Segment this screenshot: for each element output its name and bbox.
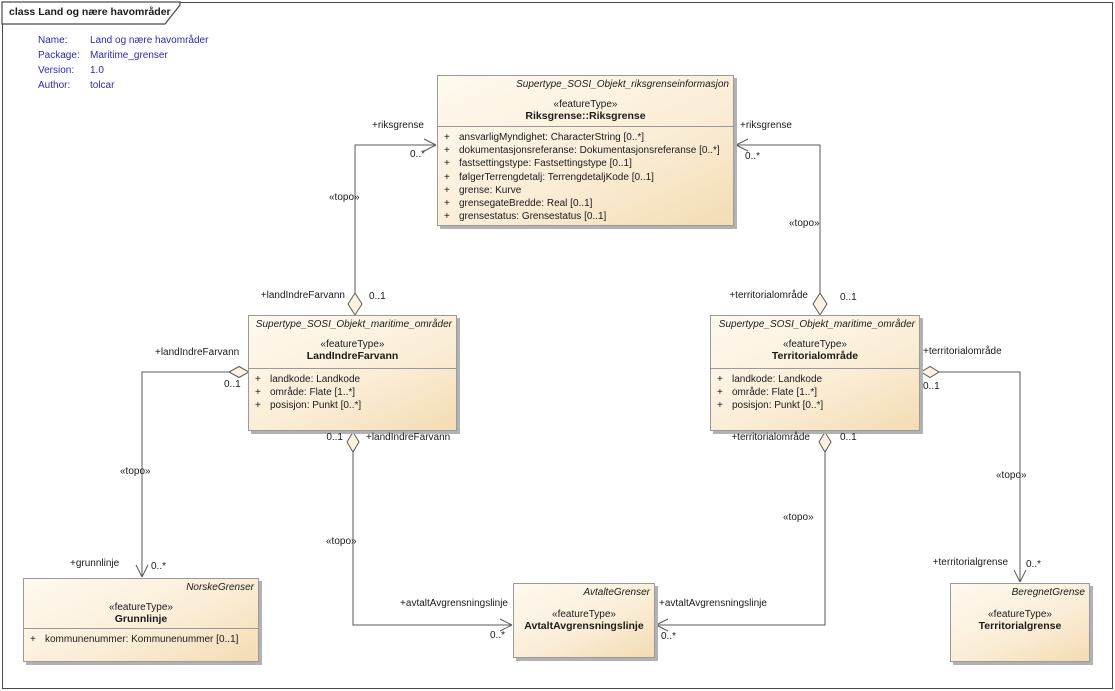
attribute-row: +grense: Kurve (444, 184, 522, 196)
diagram-properties: Name: Land og nære havområder Package: M… (38, 33, 208, 93)
attribute-row: +posisjon: Punkt [0..*] (255, 400, 362, 412)
multiplicity-label: 0..* (661, 631, 677, 642)
property-name: Name: Land og nære havområder (38, 33, 208, 48)
multiplicity-label: 0..* (1026, 559, 1042, 570)
attributes-compartment: +ansvarligMyndighet: CharacterString [0.… (438, 126, 733, 225)
attribute-row: +følgerTerrengdetalj: TerrengdetaljKode … (444, 171, 654, 183)
stereotype-topo-label: «topo» (996, 470, 1027, 481)
diagram-title: class Land og nære havområder (9, 6, 171, 18)
class-header: AvtalteGrenser «featureType» AvtaltAvgre… (514, 584, 654, 632)
multiplicity-label: 0..1 (923, 381, 940, 392)
supertype-label: Supertype_SOSI_Objekt_maritime_områder (255, 319, 452, 330)
property-value: tolcar (90, 80, 115, 91)
stereotype-label: «featureType» (320, 339, 385, 350)
attribute-row: +kommunenummer: Kommunenummer [0..1] (30, 634, 239, 645)
attributes-compartment: +landkode: Landkode +område: Flate [1..*… (711, 368, 919, 430)
property-author: Author: tolcar (38, 78, 208, 93)
role-label: +riksgrense (372, 120, 424, 131)
property-value: 1.0 (90, 65, 104, 76)
class-name: Grunnlinje (114, 613, 168, 625)
class-header: Supertype_SOSI_Objekt_riksgrenseinformas… (438, 76, 733, 122)
attribute-row: +område: Flate [1..*] (255, 387, 356, 399)
property-label: Version: (38, 65, 75, 76)
stereotype-label: «featureType» (988, 609, 1052, 620)
property-label: Name: (38, 35, 68, 46)
property-label: Author: (38, 80, 71, 91)
attribute-row: +landkode: Landkode (255, 374, 361, 385)
attributes-compartment: +landkode: Landkode +område: Flate [1..*… (249, 368, 456, 430)
attribute-row: +posisjon: Punkt [0..*] (717, 400, 824, 412)
class-riksgrense[interactable]: Supertype_SOSI_Objekt_riksgrenseinformas… (437, 75, 734, 226)
attribute-row: +fastsettingstype: Fastsettingstype [0..… (444, 158, 632, 170)
stereotype-label: «featureType» (552, 609, 616, 620)
role-label: +territorialgrense (932, 557, 1008, 568)
role-label: +landIndreFarvann (155, 347, 240, 358)
multiplicity-label: 0..* (489, 630, 505, 641)
multiplicity-label: 0..1 (326, 432, 343, 443)
class-header: NorskeGrenser «featureType» Grunnlinje (24, 579, 258, 625)
attribute-row: +område: Flate [1..*] (717, 387, 818, 399)
supertype-label: Supertype_SOSI_Objekt_maritime_områder (718, 319, 915, 330)
role-label: +landIndreFarvann (366, 432, 451, 443)
attribute-row: +dokumentasjonsreferanse: Dokumentasjons… (444, 145, 720, 157)
property-value: Land og nære havområder (90, 35, 209, 46)
multiplicity-label: 0..* (745, 151, 761, 162)
multiplicity-label: 0..* (410, 149, 426, 160)
class-territorialgrense[interactable]: BeregnetGrense «featureType» Territorial… (950, 583, 1090, 662)
property-value: Maritime_grenser (90, 50, 168, 61)
class-name: LandIndreFarvann (306, 350, 399, 362)
class-name: Territorialområde (771, 350, 859, 362)
stereotype-topo-label: «topo» (120, 466, 151, 477)
attribute-row: +ansvarligMyndighet: CharacterString [0.… (444, 132, 645, 143)
multiplicity-label: 0..1 (224, 379, 241, 390)
supertype-label: AvtalteGrenser (583, 587, 650, 598)
multiplicity-label: 0..* (151, 561, 167, 572)
class-landindrefarvann[interactable]: Supertype_SOSI_Objekt_maritime_områder «… (248, 315, 457, 431)
attribute-row: +landkode: Landkode (717, 374, 823, 385)
attributes-compartment: +kommunenummer: Kommunenummer [0..1] (24, 628, 258, 661)
property-package: Package: Maritime_grenser (38, 48, 208, 63)
attribute-row: +grensestatus: Grensestatus [0..1] (444, 211, 607, 223)
stereotype-topo-label: «topo» (789, 218, 820, 229)
role-label: +avtaltAvgrensningslinje (400, 598, 508, 609)
diagram-title-tab (1, 1, 181, 25)
attribute-row: +grensegateBredde: Real [0..1] (444, 198, 593, 210)
supertype-label: Supertype_SOSI_Objekt_riksgrenseinformas… (516, 79, 729, 90)
class-name: AvtaltAvgrensningslinje (524, 620, 644, 632)
property-label: Package: (38, 50, 80, 61)
class-name: Territorialgrense (978, 620, 1062, 632)
stereotype-topo-label: «topo» (329, 192, 360, 203)
multiplicity-label: 0..1 (369, 291, 386, 302)
role-label: +landIndreFarvann (260, 290, 345, 301)
class-avtaltavgrensningslinje[interactable]: AvtalteGrenser «featureType» AvtaltAvgre… (513, 583, 655, 658)
class-header: Supertype_SOSI_Objekt_maritime_områder «… (711, 316, 919, 362)
class-header: BeregnetGrense «featureType» Territorial… (951, 584, 1089, 632)
class-header: Supertype_SOSI_Objekt_maritime_områder «… (249, 316, 456, 362)
stereotype-label: «featureType» (109, 602, 173, 613)
role-label: +territorialområde (729, 290, 808, 301)
supertype-label: BeregnetGrense (1011, 587, 1085, 598)
role-label: +grunnlinje (70, 558, 120, 569)
stereotype-topo-label: «topo» (783, 512, 814, 523)
stereotype-topo-label: «topo» (326, 536, 357, 547)
stereotype-label: «featureType» (553, 99, 618, 110)
role-label: +territorialområde (731, 432, 810, 443)
class-name: Riksgrense::Riksgrense (525, 110, 646, 122)
class-grunnlinje[interactable]: NorskeGrenser «featureType» Grunnlinje +… (23, 578, 259, 662)
stereotype-label: «featureType» (783, 339, 847, 350)
role-label: +riksgrense (740, 120, 792, 131)
role-label: +territorialområde (923, 346, 1002, 357)
supertype-label: NorskeGrenser (186, 582, 254, 593)
multiplicity-label: 0..1 (840, 292, 857, 303)
multiplicity-label: 0..1 (840, 432, 857, 443)
role-label: +avtaltAvgrensningslinje (659, 598, 767, 609)
property-version: Version: 1.0 (38, 63, 208, 78)
class-territorialomrade[interactable]: Supertype_SOSI_Objekt_maritime_områder «… (710, 315, 920, 431)
